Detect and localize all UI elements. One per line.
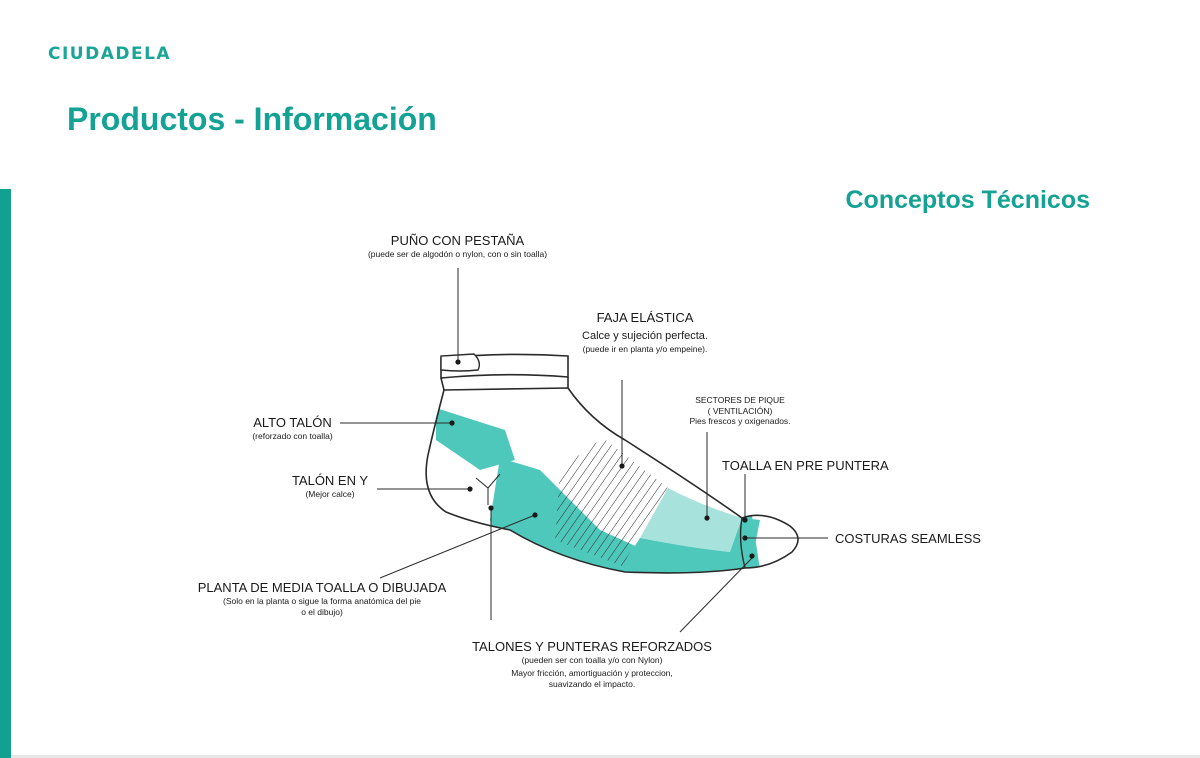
label-alto-talon: ALTO TALÓN (reforzado con toalla) <box>252 415 333 442</box>
leader-lines <box>340 268 828 633</box>
label-sectores: SECTORES DE PIQUE ( VENTILACIÓN) Pies fr… <box>689 395 791 427</box>
pique-region <box>640 488 742 552</box>
brand-logo: CIUDADELA <box>48 44 172 64</box>
page-title: Productos - Información <box>67 101 437 137</box>
marker-dots <box>449 359 755 559</box>
bottom-divider <box>11 755 1200 758</box>
heel-y-lines <box>475 473 501 505</box>
toe-region <box>742 516 760 570</box>
label-toalla-pre: TOALLA EN PRE PUNTERA <box>722 458 889 473</box>
label-planta: PLANTA DE MEDIA TOALLA O DIBUJADA (Solo … <box>197 580 447 617</box>
heel-band-region <box>436 408 515 470</box>
sock-outline <box>425 387 799 574</box>
label-puno: PUÑO CON PESTAÑA (puede ser de algodón o… <box>367 233 548 260</box>
elastic-band-region <box>555 438 668 566</box>
section-title: Conceptos Técnicos <box>845 186 1091 214</box>
label-talones: TALONES Y PUNTERAS REFORZADOS (pueden se… <box>472 639 712 689</box>
label-costuras: COSTURAS SEAMLESS <box>835 531 981 546</box>
label-talon-y: TALÓN EN Y (Mejor calce) <box>291 473 369 500</box>
toe-pre-region <box>622 518 760 570</box>
sock-regions <box>436 408 760 573</box>
toe-seam <box>739 517 746 569</box>
side-accent-bar <box>0 189 11 758</box>
label-faja: FAJA ELÁSTICA Calce y sujeción perfecta.… <box>582 310 708 354</box>
